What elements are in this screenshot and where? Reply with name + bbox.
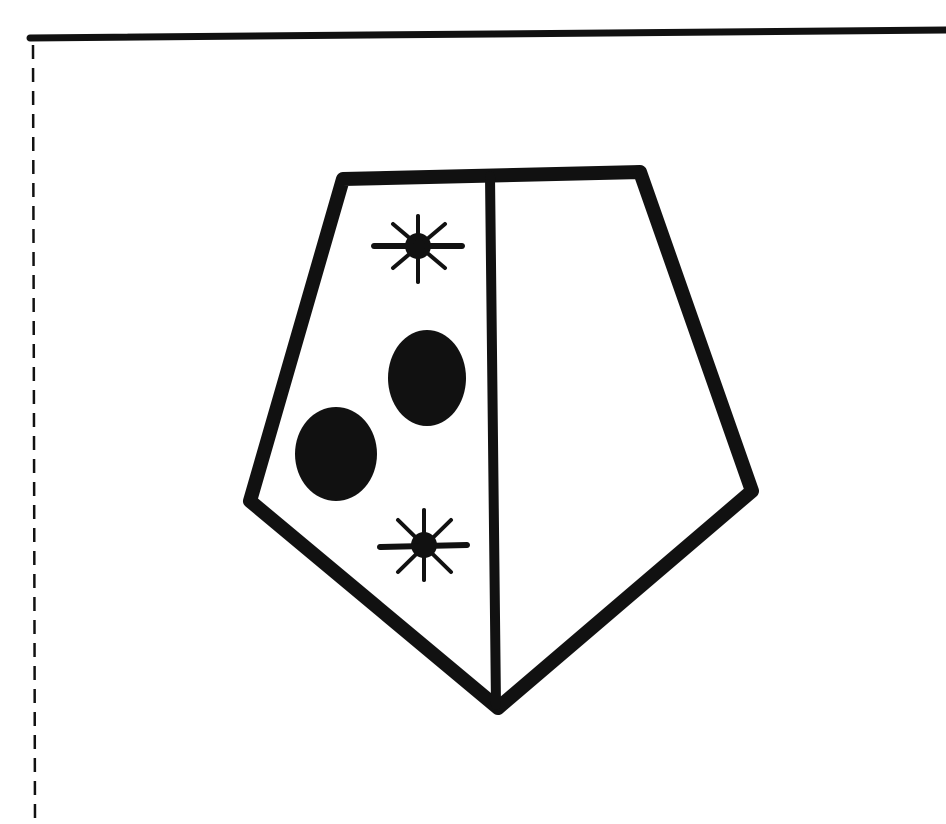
left-dashed-edge: [33, 45, 35, 824]
center-divider-line: [490, 176, 496, 705]
filled-dot-upper: [388, 330, 466, 426]
top-border-line: [30, 30, 946, 38]
filled-dot-lower: [295, 407, 377, 501]
